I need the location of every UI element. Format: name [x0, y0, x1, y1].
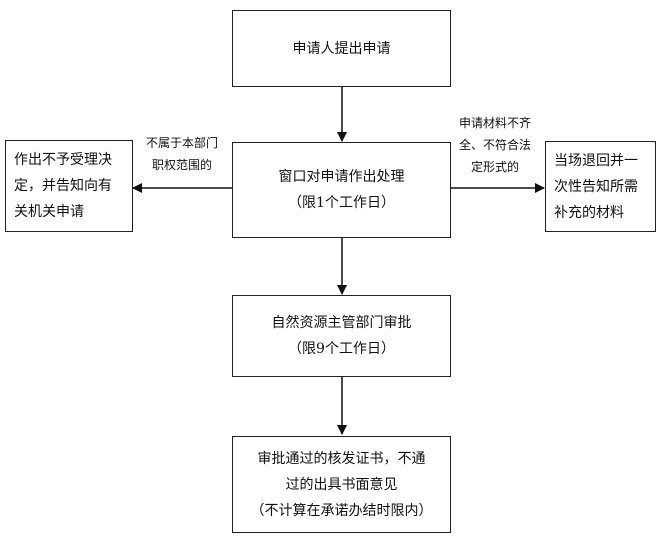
node-reject-line: 定，并告知向有 [14, 178, 112, 194]
edge-label-right-line: 申请材料不齐 [458, 116, 531, 130]
edge-label-right-line: 定形式的 [470, 160, 519, 174]
node-return-line: 当场退回并一 [554, 152, 638, 169]
node-result-line: 过的出具书面意见 [285, 476, 398, 493]
node-reject-line: 作出不予受理决 [14, 152, 112, 168]
node-return-line: 补充的材料 [554, 204, 624, 221]
node-reject-line: 关机关申请 [14, 204, 84, 220]
node-result-line: 审批通过的核发证书，不通 [257, 450, 426, 467]
edge-label-left: 不属于本部门 职权范围的 [136, 132, 228, 176]
node-result-line: （不计算在承诺办结时限内） [250, 502, 433, 519]
node-review: 自然资源主管部门审批 （限9个工作日） [232, 295, 451, 377]
node-apply: 申请人提出申请 [232, 10, 451, 87]
node-window: 窗口对申请作出处理 （限1个工作日） [232, 142, 451, 238]
node-result: 审批通过的核发证书，不通 过的出具书面意见 （不计算在承诺办结时限内） [232, 436, 451, 533]
node-review-line: 自然资源主管部门审批 [271, 315, 412, 331]
edge-label-right-line: 全、不符合法 [458, 138, 531, 152]
edge-label-right: 申请材料不齐 全、不符合法 定形式的 [447, 112, 543, 178]
edge-label-left-line: 不属于本部门 [145, 136, 218, 150]
edge-label-left-line: 职权范围的 [151, 158, 212, 172]
node-return-line: 次性告知所需 [554, 178, 638, 195]
node-reject-left: 作出不予受理决 定，并告知向有 关机关申请 [5, 140, 133, 232]
node-window-line: 窗口对申请作出处理 [278, 169, 405, 185]
node-window-line: （限1个工作日） [288, 195, 395, 211]
node-apply-line: 申请人提出申请 [292, 40, 391, 57]
node-review-line: （限9个工作日） [288, 341, 395, 357]
node-return-right: 当场退回并一 次性告知所需 补充的材料 [545, 141, 656, 232]
